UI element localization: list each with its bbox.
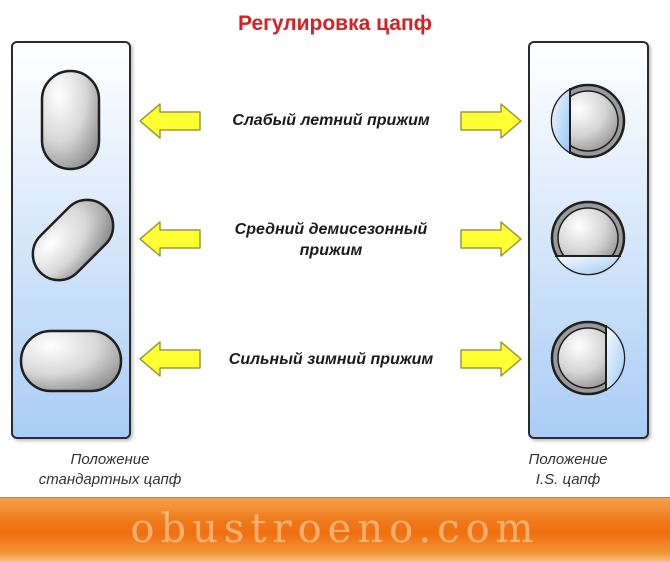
left-arrow-icon [139,221,201,257]
standard-trunnion-panel [11,41,131,439]
row-label-line: прижим [299,242,363,259]
trunnion-disc-flat-right [550,320,626,396]
row-label-light-summer: Слабый летний прижим [232,112,430,129]
caption-line: Положение [70,451,150,468]
row-label-strong-winter: Сильный зимний прижим [228,351,434,368]
is-trunnion-panel [528,41,649,439]
caption-is-trunnions: Положение I.S. цапф [488,450,648,490]
trunnion-vertical-oval [40,69,101,171]
right-arrow-icon [460,221,522,257]
left-arrow-icon [139,103,201,139]
trunnion-diagonal-oval [31,198,115,282]
watermark: obustroeno.com [130,506,540,552]
caption-line: I.S. цапф [535,471,601,488]
footer-bar [0,497,670,562]
left-arrow-icon [139,341,201,377]
right-arrow-icon [460,341,522,377]
caption-line: Положение [528,451,608,468]
trunnion-horizontal-oval [19,329,123,393]
trunnion-disc-flat-left [550,83,626,159]
trunnion-disc-flat-bottom [550,200,626,276]
caption-line: стандартных цапф [38,471,182,488]
row-label-medium-demiseason: Средний демисезонный прижим [205,219,457,261]
right-arrow-icon [460,103,522,139]
row-label-line: Средний демисезонный [234,221,428,238]
page-title: Регулировка цапф [237,12,433,35]
caption-standard-trunnions: Положение стандартных цапф [10,450,210,490]
